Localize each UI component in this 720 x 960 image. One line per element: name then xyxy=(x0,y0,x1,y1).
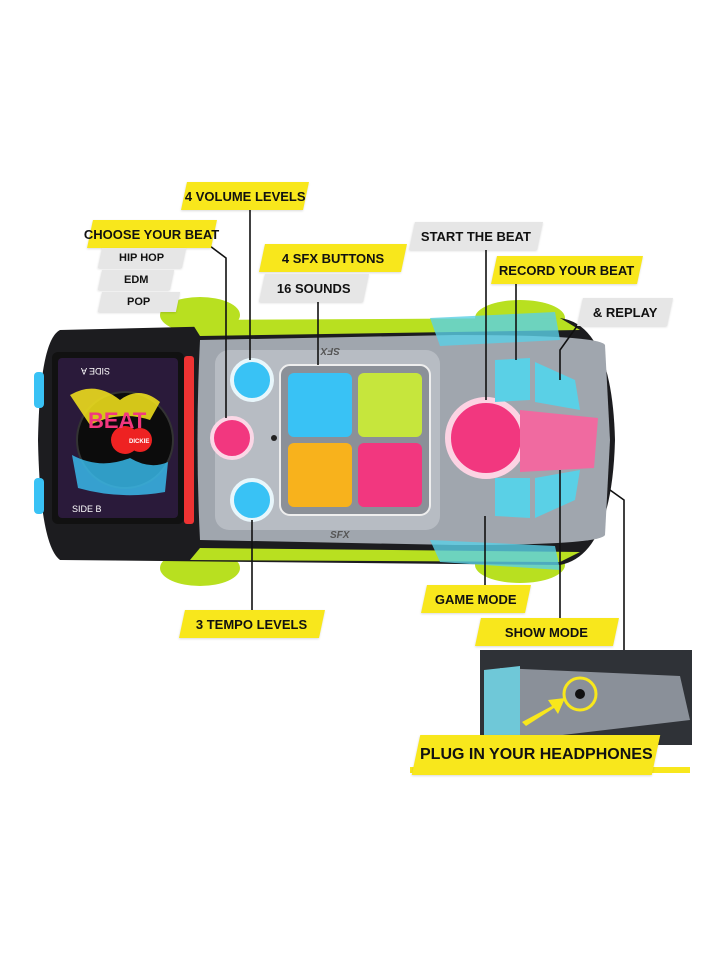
callout-text: RECORD YOUR BEAT xyxy=(499,262,635,278)
rear-window-top xyxy=(430,312,560,346)
callout-text: 4 VOLUME LEVELS xyxy=(184,188,306,204)
screen-side-a: SIDE A xyxy=(81,366,110,376)
callout-text: 3 TEMPO LEVELS xyxy=(196,616,308,632)
screen-side-b: SIDE B xyxy=(72,504,102,514)
callout-text: EDM xyxy=(123,274,149,286)
record-button[interactable] xyxy=(495,358,530,402)
callout-text: START THE BEAT xyxy=(420,228,531,244)
callout-replay: & REPLAY xyxy=(577,298,673,326)
volume-button[interactable] xyxy=(230,358,274,402)
callout-sfx-buttons: 4 SFX BUTTONS xyxy=(259,244,407,272)
paint-splash-cyan xyxy=(72,455,168,496)
sfx-label-top: SFX xyxy=(319,345,340,356)
callout-text: GAME MODE xyxy=(435,591,517,607)
arrow-icon xyxy=(522,698,565,726)
sfx-label-bottom: SFX xyxy=(330,530,351,541)
sfx-pad-pink[interactable] xyxy=(358,443,422,507)
headphone-jack xyxy=(562,676,598,712)
replay-button[interactable] xyxy=(535,362,580,410)
paint-splash-yellow xyxy=(70,388,160,425)
callout-headphones: PLUG IN YOUR HEADPHONES xyxy=(411,735,661,775)
headphone-jack-hole xyxy=(575,689,585,699)
callout-text: 16 SOUNDS xyxy=(277,280,351,296)
callout-text: SHOW MODE xyxy=(505,624,589,640)
callout-volume-levels: 4 VOLUME LEVELS xyxy=(181,182,309,210)
callout-text: CHOOSE YOUR BEAT xyxy=(84,226,220,242)
callout-choose-beat: CHOOSE YOUR BEAT xyxy=(84,220,220,248)
beat-option-pop: POP xyxy=(97,292,181,312)
rear-window-bottom xyxy=(430,540,560,570)
beat-select-button[interactable] xyxy=(210,416,254,460)
beat-option-hiphop: HIP HOP xyxy=(97,248,187,268)
sfx-pad-blue[interactable] xyxy=(288,373,352,437)
callout-text: POP xyxy=(127,296,151,308)
callout-record-beat: RECORD YOUR BEAT xyxy=(491,256,643,284)
dickie-logo-text: DICKIE xyxy=(129,439,149,445)
speaker-hole xyxy=(271,435,277,441)
headphone-photo-teal xyxy=(484,666,520,745)
callout-start-beat: START THE BEAT xyxy=(409,222,543,250)
callout-show-mode: SHOW MODE xyxy=(475,618,619,646)
callout-text: HIP HOP xyxy=(119,252,165,264)
callout-tempo-levels: 3 TEMPO LEVELS xyxy=(179,610,325,638)
show-mode-button[interactable] xyxy=(520,410,598,472)
beat-option-edm: EDM xyxy=(97,270,175,290)
callout-text: & REPLAY xyxy=(592,304,658,320)
callout-text: PLUG IN YOUR HEADPHONES xyxy=(419,746,653,763)
callout-16-sounds: 16 SOUNDS xyxy=(259,274,369,302)
leader-lines xyxy=(209,208,625,650)
dickie-logo xyxy=(128,428,152,452)
tempo-button[interactable] xyxy=(230,478,274,522)
headphone-photo-panel xyxy=(500,668,690,740)
headlight-bottom xyxy=(34,478,44,514)
start-beat-button[interactable] xyxy=(445,397,527,479)
callout-text: 4 SFX BUTTONS xyxy=(281,250,385,266)
show-mode-window xyxy=(535,470,580,518)
game-mode-button[interactable] xyxy=(495,478,530,518)
red-strip xyxy=(184,356,194,524)
headlight-top xyxy=(34,372,44,408)
sfx-pad-lime[interactable] xyxy=(358,373,422,437)
callout-game-mode: GAME MODE xyxy=(421,585,531,613)
sfx-pad-orange[interactable] xyxy=(288,443,352,507)
